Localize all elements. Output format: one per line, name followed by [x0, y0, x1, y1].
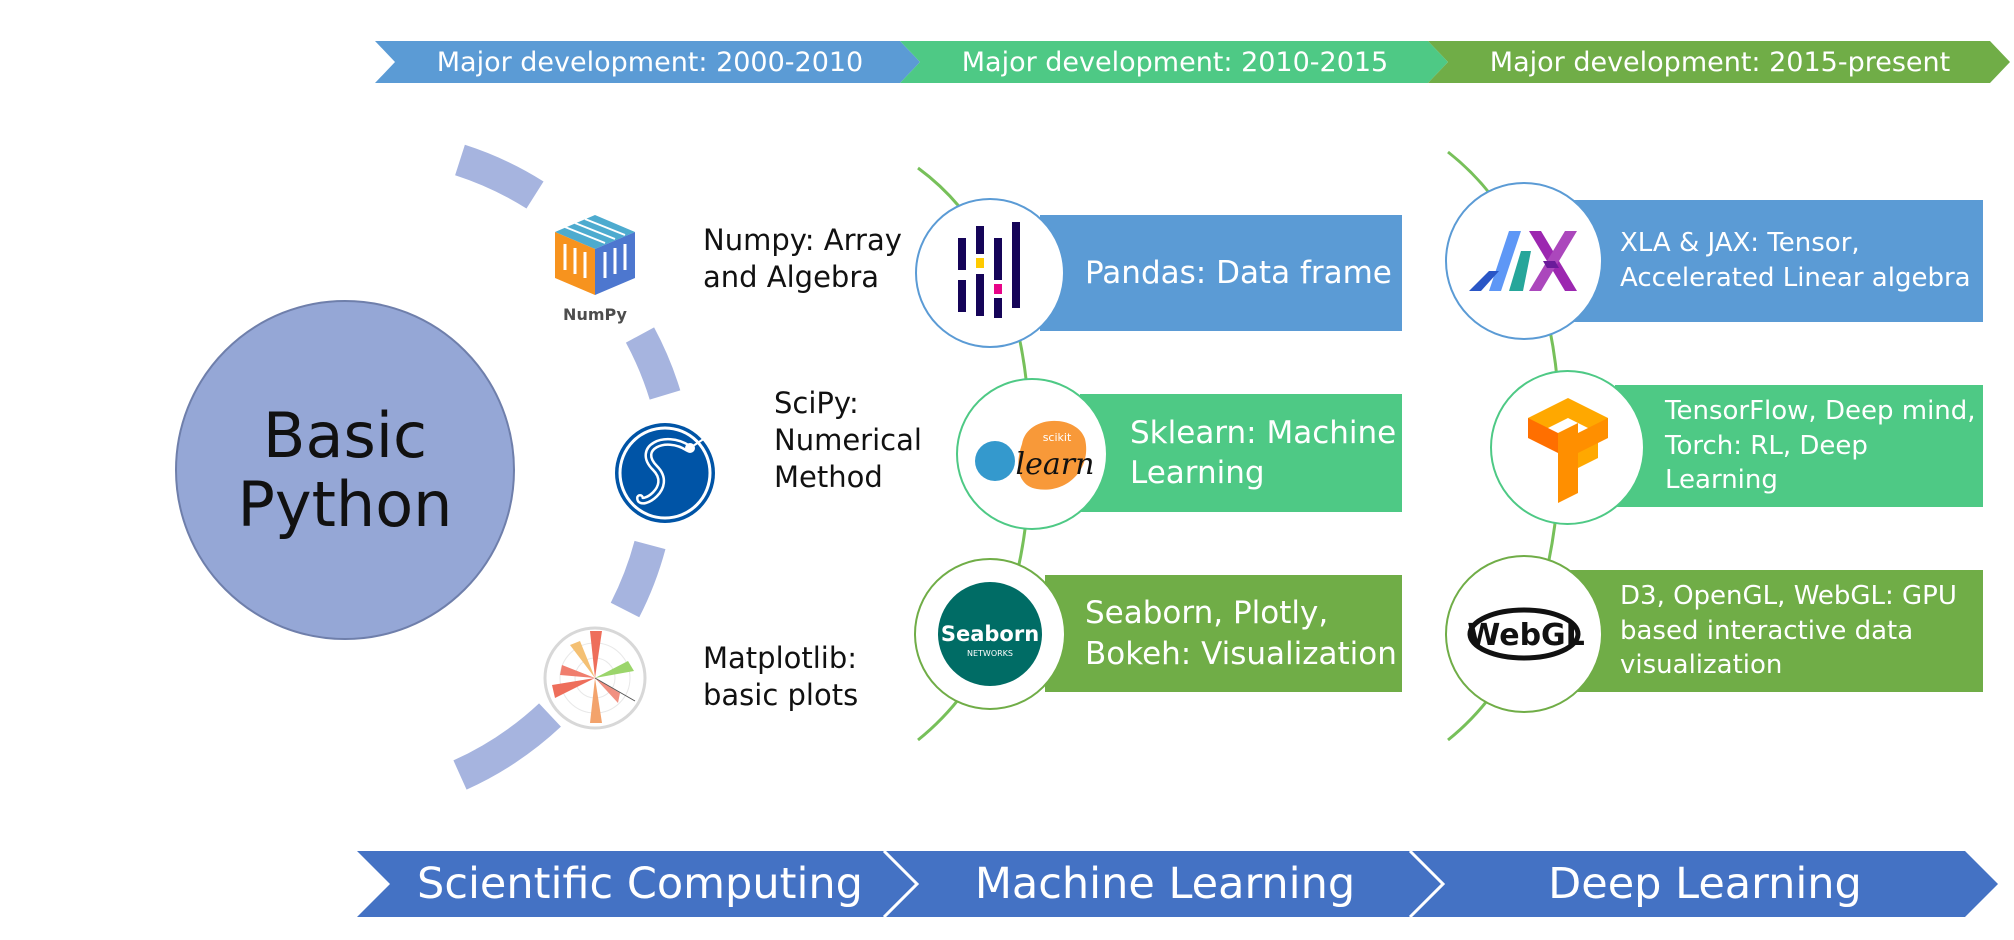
arc-segment-top: [454, 144, 544, 209]
seaborn-icon: Seaborn NETWORKS: [938, 582, 1042, 686]
timeline-chevron-3: [1428, 41, 2010, 83]
bottom-chevron-1: [357, 851, 917, 917]
jax-box: XLA & JAX: Tensor, Accelerated Linear al…: [1565, 200, 1983, 322]
numpy-logo: NumPy: [550, 210, 640, 325]
tensorflow-box-label: TensorFlow, Deep mind, Torch: RL, Deep L…: [1665, 396, 1976, 496]
jax-icon: [1469, 231, 1577, 291]
sklearn-logo: scikit learn: [956, 378, 1108, 530]
timeline-label-2: Major development: 2010-2015: [961, 46, 1389, 78]
pandas-icon: [958, 222, 1020, 318]
scipy-icon: [615, 423, 715, 523]
sklearn-logo-small: scikit: [1043, 431, 1072, 444]
bottom-label-scientific: Scientific Computing: [417, 859, 863, 909]
webgl-logo-text: WebGL: [1467, 618, 1584, 653]
sklearn-icon: scikit learn: [975, 420, 1095, 490]
sklearn-box-label: Sklearn: Machine Learning: [1130, 414, 1397, 491]
matplotlib-polar-icon: [543, 626, 647, 730]
tensorflow-logo: [1490, 370, 1645, 525]
bottom-chevron-divider-1: [882, 849, 920, 919]
numpy-cube-icon: NumPy: [555, 215, 635, 324]
timeline-label-1: Major development: 2000-2010: [436, 46, 864, 78]
tensorflow-icon: [1527, 397, 1608, 503]
seaborn-logo-small: NETWORKS: [967, 649, 1013, 658]
webgl-box: D3, OpenGL, WebGL: GPU based interactive…: [1565, 570, 1983, 692]
webgl-box-label: D3, OpenGL, WebGL: GPU based interactive…: [1620, 581, 1957, 681]
bottom-label-dl: Deep Learning: [1548, 859, 1862, 909]
seaborn-logo-text: Seaborn: [941, 622, 1039, 646]
tensorflow-box: TensorFlow, Deep mind, Torch: RL, Deep L…: [1615, 385, 1983, 507]
webgl-logo: WebGL: [1445, 555, 1603, 713]
numpy-logo-text: NumPy: [563, 305, 627, 324]
timeline-label-3: Major development: 2015-present: [1489, 46, 1951, 78]
bottom-chevron-3: [1410, 851, 1998, 917]
sklearn-logo-text: learn: [1016, 447, 1095, 482]
jax-logo: [1445, 182, 1603, 340]
matplotlib-label: Matplotlib: basic plots: [703, 641, 859, 713]
sklearn-box: Sklearn: Machine Learning: [1080, 394, 1402, 512]
seaborn-box: Seaborn, Plotly, Bokeh: Visualization: [1045, 575, 1402, 692]
timeline-chevron-1: [375, 41, 920, 83]
pandas-box: Pandas: Data frame: [1040, 215, 1402, 331]
pandas-box-label: Pandas: Data frame: [1085, 255, 1392, 291]
matplotlib-logo: [540, 623, 650, 733]
pandas-logo: [915, 198, 1065, 348]
arc-segment-bottom: [453, 703, 561, 790]
seaborn-box-label: Seaborn, Plotly, Bokeh: Visualization: [1085, 595, 1397, 672]
jax-box-label: XLA & JAX: Tensor, Accelerated Linear al…: [1620, 227, 1971, 293]
numpy-label: Numpy: Array and Algebra: [703, 223, 902, 295]
basic-python-label: Basic Python: [237, 398, 453, 541]
seaborn-logo: Seaborn NETWORKS: [914, 558, 1066, 710]
bottom-label-ml: Machine Learning: [974, 859, 1356, 909]
webgl-icon: WebGL: [1467, 607, 1584, 661]
basic-python-circle: Basic Python: [175, 300, 515, 640]
arc-segment-mid-bottom: [610, 540, 666, 618]
scipy-logo: [610, 418, 720, 528]
scipy-label: SciPy: Numerical Method: [774, 386, 922, 495]
bottom-chevron-2: [884, 851, 1443, 917]
timeline-chevron-2: [900, 41, 1448, 83]
arc-segment-mid-top: [625, 327, 681, 400]
bottom-chevron-divider-2: [1408, 849, 1446, 919]
